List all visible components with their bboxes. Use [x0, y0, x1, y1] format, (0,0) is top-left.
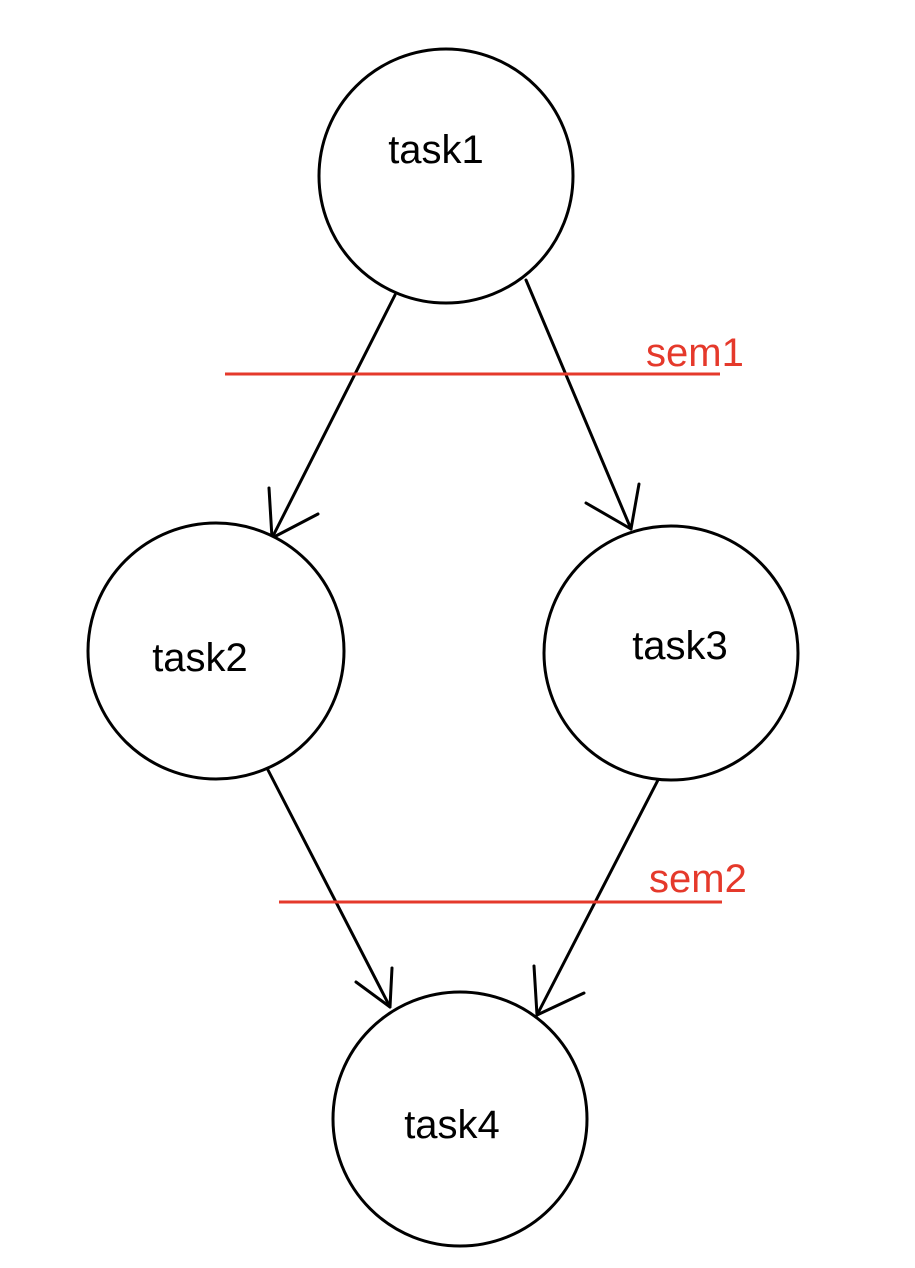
edge-task1-task3: [524, 278, 641, 531]
semaphore-sem2: sem2: [279, 857, 747, 904]
node-label-task2: task2: [152, 636, 248, 680]
node-circle-task1: [317, 47, 575, 305]
node-label-task4: task4: [404, 1103, 500, 1147]
semaphore-label-sem1: sem1: [646, 331, 744, 375]
node-label-task1: task1: [388, 128, 484, 172]
edges: [266, 278, 660, 1017]
node-task2: task2: [86, 521, 346, 781]
node-task1: task1: [317, 47, 575, 305]
node-task3: task3: [542, 524, 800, 782]
node-circle-task4: [331, 990, 589, 1248]
node-circle-task3: [542, 524, 800, 782]
edge-task1-task2: [267, 293, 397, 540]
semaphore-label-sem2: sem2: [649, 857, 747, 901]
edge-task2-task4: [266, 768, 394, 1009]
node-label-task3: task3: [632, 624, 728, 668]
semaphore-sem1: sem1: [225, 331, 744, 376]
node-task4: task4: [331, 990, 589, 1248]
node-circle-task2: [86, 521, 346, 781]
edge-task3-task4: [532, 778, 660, 1017]
